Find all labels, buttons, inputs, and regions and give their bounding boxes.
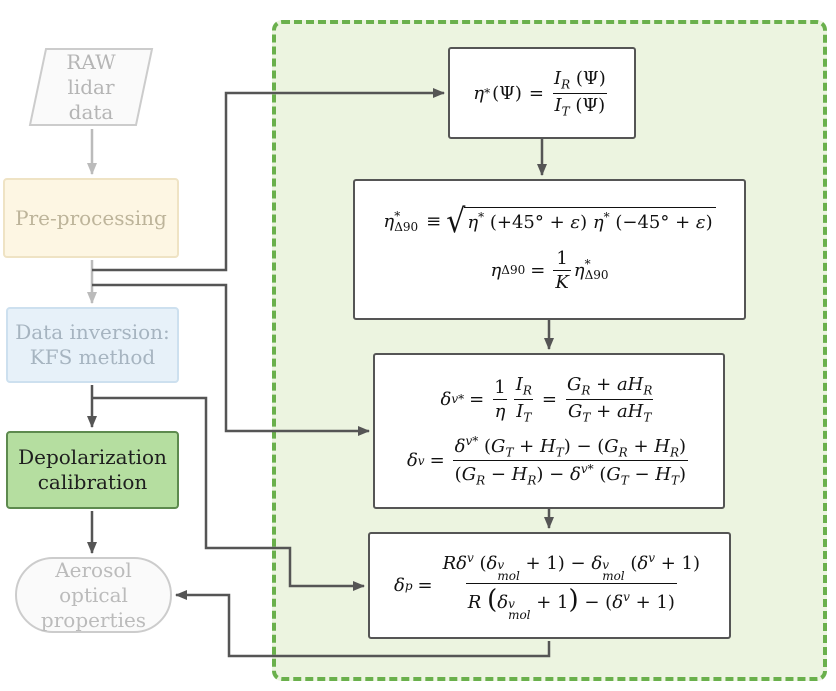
raw-lidar-data-node: RAW lidar data [28,47,154,127]
equation-eta-star: η*(Ψ)= IR (Ψ) IT (Ψ) [473,67,608,119]
parallelogram-shape [28,48,154,126]
aerosol-label: Aerosol optical properties [40,557,147,632]
arrow-eq4-to-aer [175,590,551,658]
pre-processing-label: Pre-processing [15,205,167,230]
arrow-pre-to-eq1 [92,88,445,272]
data-inversion-label: Data inversion: KFS method [15,320,170,369]
aerosol-optical-properties-node: Aerosol optical properties [15,557,172,633]
pre-processing-node: Pre-processing [3,178,179,258]
equation-eta-star-delta90: η*Δ90 ≡ √ η* (+45° + ε) η* (−45° + ε) [383,204,716,237]
data-inversion-node: Data inversion: KFS method [6,307,179,383]
arrow-pre-to-eq3 [92,283,370,436]
arrow-inv-to-eq4 [92,396,365,591]
equation-box-eta-star: η*(Ψ)= IR (Ψ) IT (Ψ) [448,47,636,139]
depolarization-label: Depolarization calibration [18,445,167,494]
raw-lidar-label: RAW lidar data [66,49,116,124]
depolarization-calibration-node: Depolarization calibration [6,431,179,509]
